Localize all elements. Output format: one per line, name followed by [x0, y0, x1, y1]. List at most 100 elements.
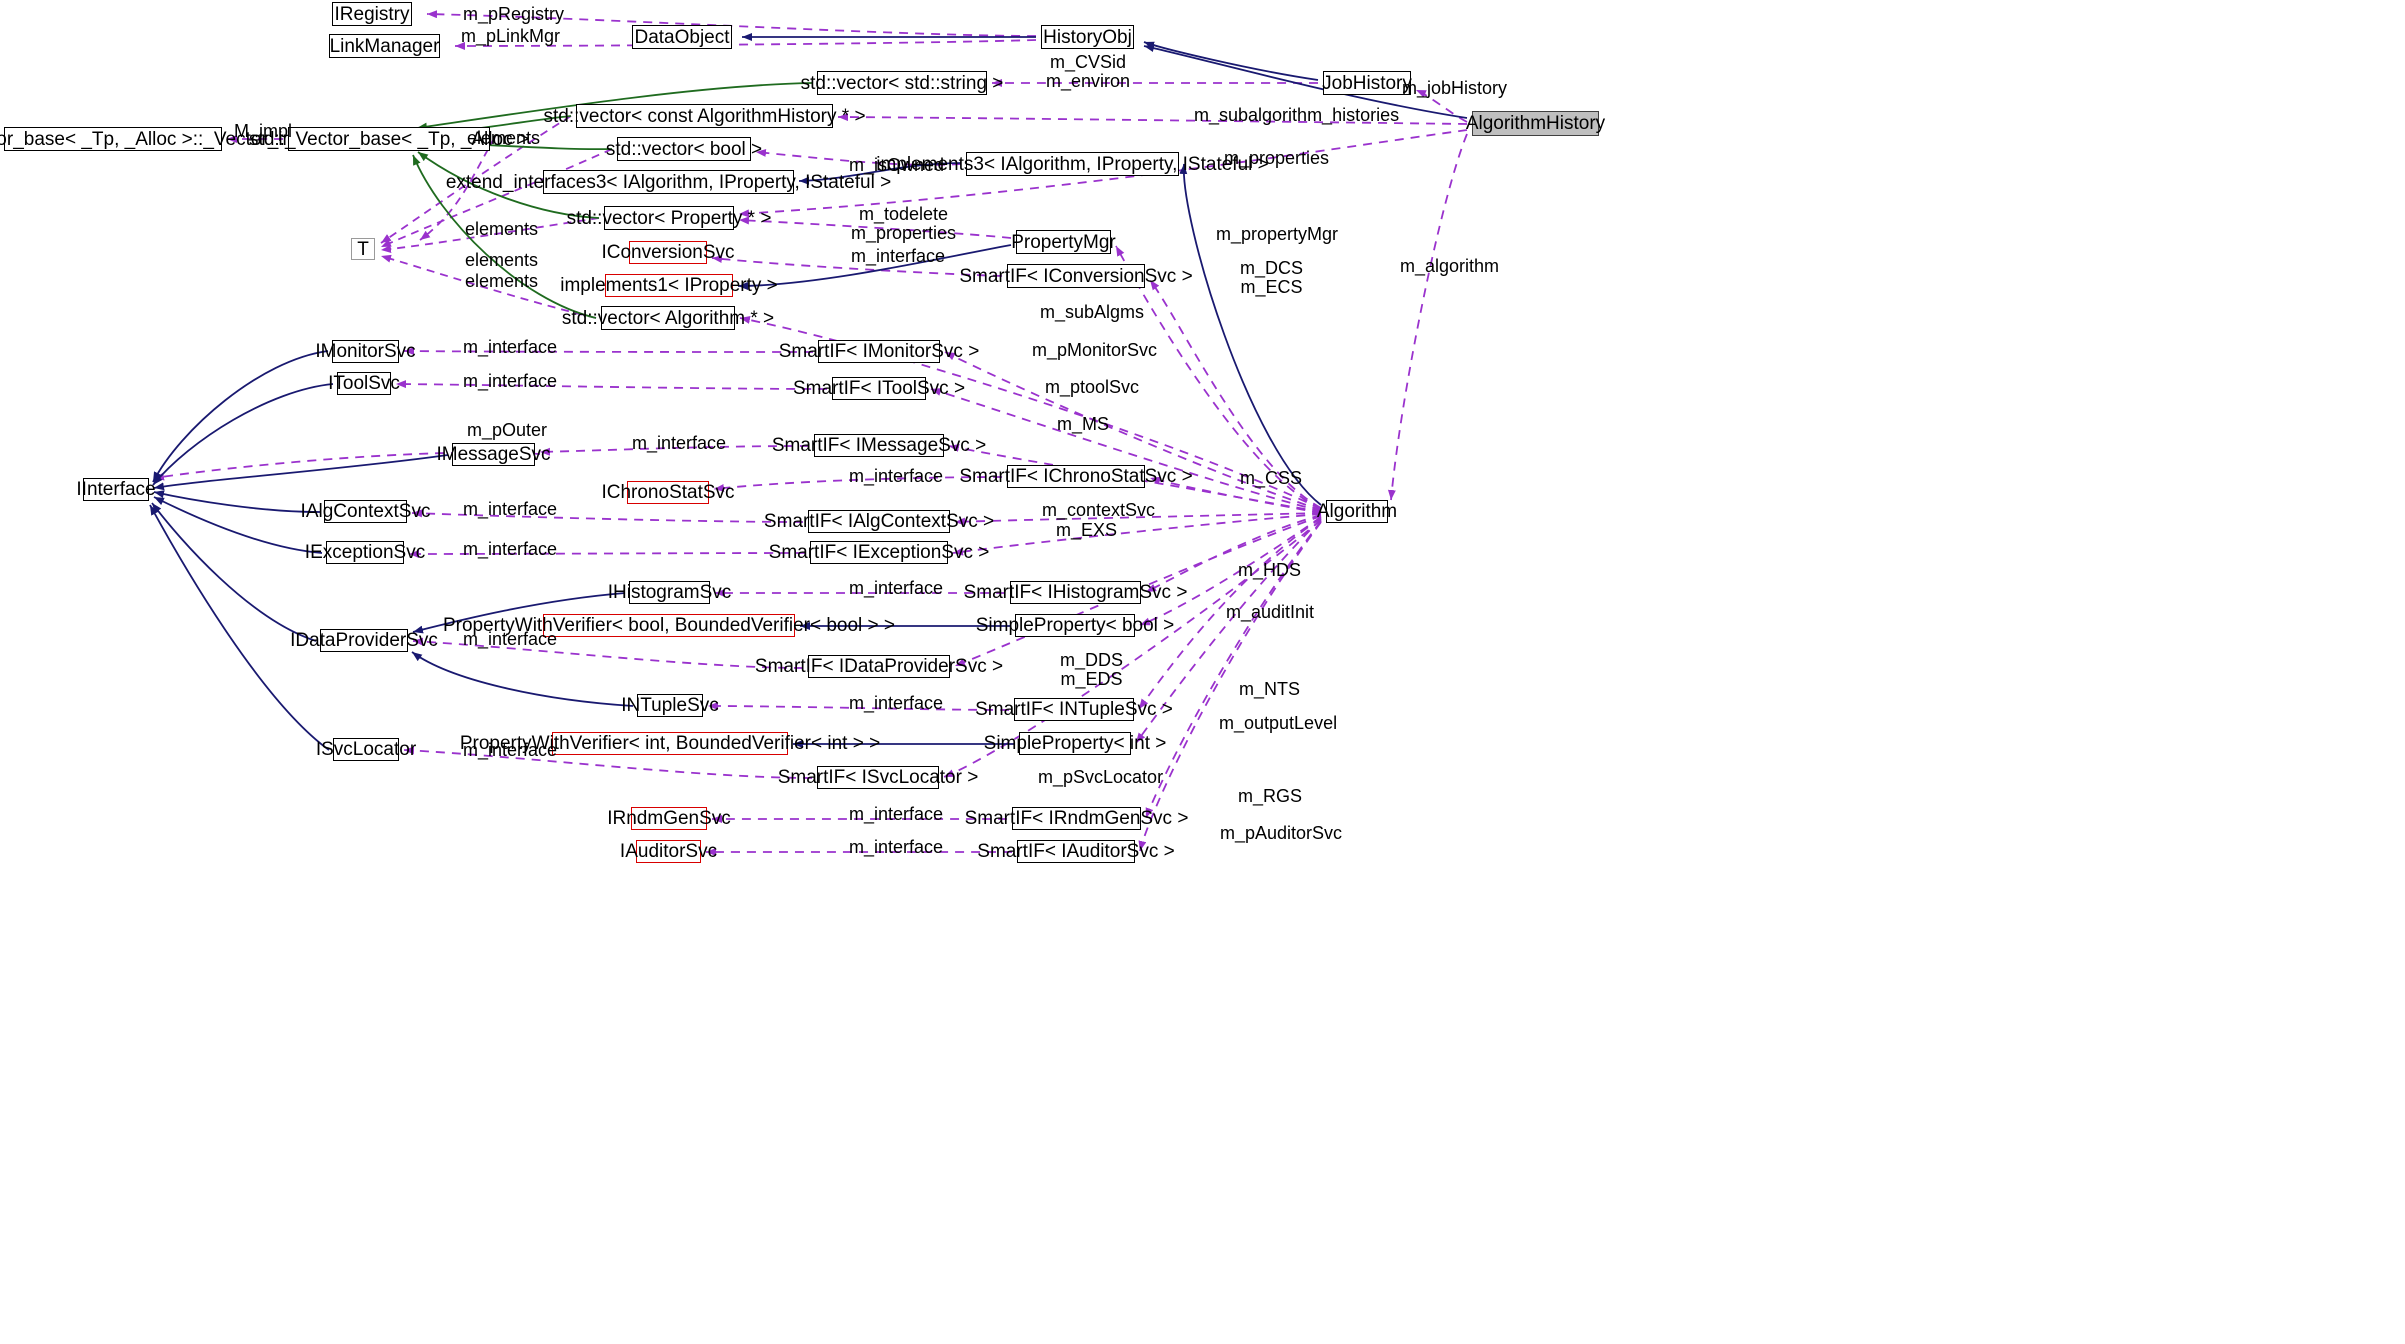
class-node-implements3[interactable]: implements3< IAlgorithm, IProperty, ISta… — [876, 152, 1269, 176]
class-node-iinterface[interactable]: IInterface — [76, 478, 156, 501]
class-node-smartifsvcloc[interactable]: SmartIF< ISvcLocator > — [777, 766, 979, 789]
edge-m-nts — [1138, 517, 1322, 710]
edge-label-line: m_algorithm — [1400, 256, 1500, 276]
class-node-dataobject[interactable]: DataObject — [632, 25, 732, 49]
edge-label-m_NTS: m_NTS — [1239, 679, 1300, 699]
class-node-smartifdps[interactable]: SmartIF< IDataProviderSvc > — [754, 655, 1004, 678]
class-node-imessagesvc[interactable]: IMessageSvc — [436, 443, 551, 466]
class-node-implements1[interactable]: implements1< IProperty > — [560, 274, 778, 297]
class-node-vecalgorithm[interactable]: std::vector< Algorithm * > — [561, 306, 775, 330]
edge-label-line: elements — [467, 128, 541, 148]
class-node-smartifchrono[interactable]: SmartIF< IChronoStatSvc > — [959, 465, 1193, 488]
edge-m-rgs — [1145, 520, 1322, 819]
class-node-vectorbase[interactable]: std::_Vector_base< _Tp, _Alloc > — [249, 127, 529, 151]
class-node-ichronostatsvc[interactable]: IChronoStatSvc — [601, 481, 735, 504]
class-node-vecalghist[interactable]: std::vector< const AlgorithmHistory * > — [543, 104, 866, 128]
edge-label-m_interface_svcloc: m_interface — [463, 740, 557, 760]
class-node-smartifrndm[interactable]: SmartIF< IRndmGenSvc > — [964, 807, 1189, 830]
edge-inh-iinterface-isvcloc — [149, 504, 330, 751]
edge-m-dcs-ecs — [1149, 279, 1322, 509]
class-node-idataprovidersvc[interactable]: IDataProviderSvc — [290, 629, 438, 652]
class-node-isvclocator[interactable]: ISvcLocator — [315, 738, 417, 761]
class-node-ialgcontextsvc[interactable]: IAlgContextSvc — [300, 500, 431, 523]
class-node-smartifmessage[interactable]: SmartIF< IMessageSvc > — [771, 434, 987, 457]
class-node-ihistogramsvc[interactable]: IHistogramSvc — [607, 581, 732, 604]
edge-inh-implements1-propmgr — [737, 244, 1012, 290]
edge-m-interface-ntuple — [707, 702, 1010, 711]
class-node-propverifbool[interactable]: PropertyWithVerifier< bool, BoundedVerif… — [442, 614, 896, 637]
edge-m-pmonitorsvc — [944, 351, 1322, 511]
class-node-extendif3[interactable]: extend_interfaces3< IAlgorithm, IPropert… — [445, 170, 892, 194]
edge-label-line: elements — [465, 219, 539, 239]
edge-label-m_interface_exc: m_interface — [463, 539, 557, 559]
edge-label-line: m_CVSid — [1050, 52, 1127, 72]
class-node-smartifntuple[interactable]: SmartIF< INTupleSvc > — [975, 698, 1173, 721]
class-node-propertymgr[interactable]: PropertyMgr — [1011, 230, 1116, 254]
edge-label-m_isOwned: m_isOwned — [849, 155, 945, 175]
class-node-smartifhisto[interactable]: SmartIF< IHistogramSvc > — [963, 581, 1188, 604]
edge-label-line: m_jobHistory — [1402, 78, 1508, 98]
edge-elements-5 — [380, 254, 597, 319]
class-node-smartifexc[interactable]: SmartIF< IExceptionSvc > — [768, 541, 990, 564]
edge-inh-iinterface-imessagesvc — [153, 454, 449, 491]
edge-m-isowned — [755, 148, 962, 166]
class-node-vecstring[interactable]: std::vector< std::string > — [800, 71, 1004, 95]
class-node-algorithmhistory[interactable]: AlgorithmHistory — [1465, 111, 1606, 136]
class-node-algorithm[interactable]: Algorithm — [1316, 500, 1398, 523]
edge-inh-historyobj-alghist — [1143, 44, 1468, 119]
edge-label-m_interface_mon: m_interface — [463, 337, 558, 357]
class-node-jobhistory[interactable]: JobHistory — [1322, 71, 1412, 95]
class-node-smartiftool[interactable]: SmartIF< IToolSvc > — [792, 377, 966, 400]
class-node-iauditorsvc[interactable]: IAuditorSvc — [619, 840, 718, 863]
edge-inh-iinterface-iexc — [153, 496, 323, 554]
class-node-vecbool[interactable]: std::vector< bool > — [605, 137, 763, 161]
edge-m-jobhistory — [1415, 89, 1468, 123]
edge-label-m_subAlgms: m_subAlgms — [1040, 302, 1144, 322]
class-node-iconversionsvc[interactable]: IConversionSvc — [601, 241, 735, 264]
edge-label-line: m_interface — [851, 246, 946, 266]
class-node-itoolsvc[interactable]: IToolSvc — [328, 372, 400, 395]
class-node-smartifauditor[interactable]: SmartIF< IAuditorSvc > — [977, 840, 1175, 863]
class-node-iregistry[interactable]: IRegistry — [332, 2, 412, 26]
class-node-smartifalgctx[interactable]: SmartIF< IAlgContextSvc > — [763, 510, 995, 533]
edge-label-line: m_outputLevel — [1219, 713, 1338, 733]
edge-label-m_contextSvc: m_contextSvc — [1042, 500, 1155, 520]
edge-label-m_pLinkMgr: m_pLinkMgr — [461, 26, 561, 46]
class-node-propverifint[interactable]: PropertyWithVerifier< int, BoundedVerifi… — [459, 732, 881, 755]
edge-label-line: M_impl — [234, 121, 293, 141]
edge-m-interface-algctx — [411, 509, 804, 523]
edge-m-css — [1149, 476, 1322, 514]
edge-m-subalg-hist — [837, 113, 1468, 125]
edge-label-line: m_isOwned — [849, 155, 945, 175]
edge-label-m_subalgorithm_histories: m_subalgorithm_histories — [1194, 105, 1399, 125]
edge-label-m_pMonitorSvc: m_pMonitorSvc — [1032, 340, 1157, 360]
edge-m-contextsvc — [954, 512, 1322, 526]
class-node-t[interactable]: T — [351, 238, 375, 260]
class-node-smartifmonitor[interactable]: SmartIF< IMonitorSvc > — [778, 340, 980, 363]
edge-label-line: m_interface — [463, 499, 558, 519]
edge-label-line: m_pLinkMgr — [461, 26, 561, 46]
class-node-imonitorsvc[interactable]: IMonitorSvc — [315, 340, 416, 363]
edge-label-m_interface_conv: m_interface — [851, 246, 946, 266]
edge-inh-idps-intuple — [411, 651, 634, 707]
edge-label-line: m_auditInit — [1226, 602, 1315, 622]
class-node-simplepropint[interactable]: SimpleProperty< int > — [983, 732, 1167, 755]
class-node-linkmanager[interactable]: LinkManager — [329, 34, 440, 58]
class-node-vecproperty[interactable]: std::vector< Property * > — [566, 206, 772, 230]
edge-label-M_impl: M_impl — [234, 121, 293, 141]
class-node-irndmgensvc[interactable]: IRndmGenSvc — [607, 807, 731, 830]
edge-m-ptoolsvc — [930, 388, 1322, 512]
edge-tmpl-vecproperty — [417, 151, 600, 219]
class-node-smartifconv[interactable]: SmartIF< IConversionSvc > — [959, 264, 1193, 288]
class-node-intuplesvc[interactable]: INTupleSvc — [621, 694, 719, 717]
edge-label-line: m_interface — [463, 337, 558, 357]
class-node-simplepropbool[interactable]: SimpleProperty< bool > — [975, 614, 1175, 637]
edge-label-elements_1: elements — [467, 128, 541, 148]
class-node-vectorbaseimpl[interactable]: std::_Vector_base< _Tp, _Alloc >::_Vecto… — [0, 127, 314, 151]
edge-label-m_ptoolSvc: m_ptoolSvc — [1045, 377, 1139, 397]
class-node-historyobj[interactable]: HistoryObj — [1041, 25, 1134, 49]
class-node-iexceptionsvc[interactable]: IExceptionSvc — [304, 541, 426, 564]
